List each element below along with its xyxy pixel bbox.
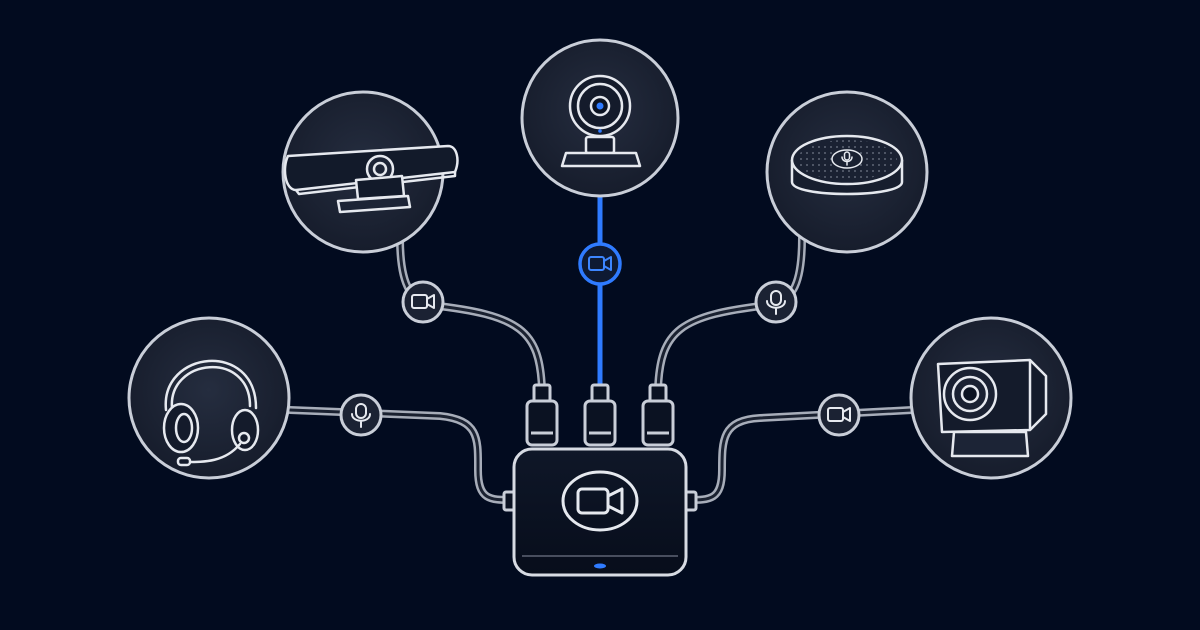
video-camera-icon [827,407,851,422]
device-node-ptz-camera[interactable] [909,316,1073,480]
webcam-icon [560,74,642,168]
cables [286,191,916,504]
device-node-headset[interactable] [127,316,291,480]
speakerphone-icon [790,134,904,196]
ptz-camera-icon [936,358,1048,458]
connector-badge-ptz-camera[interactable] [817,393,861,437]
plug-right [641,383,675,447]
microphone-icon [841,151,853,166]
cable-speakerphone [654,234,806,394]
conference-bar-camera-icon [283,144,459,214]
microphone-icon [766,290,786,315]
plug-center [583,383,617,447]
video-camera-icon [411,294,435,309]
microphone-icon [351,403,371,428]
connector-badge-speakerphone[interactable] [754,280,798,324]
connector-badge-conference-bar[interactable] [401,280,445,324]
video-camera-icon [576,487,624,515]
connector-badge-webcam-active[interactable] [578,242,622,286]
cable-conference-bar [396,234,546,394]
status-led [594,563,606,569]
device-node-conference-bar-camera[interactable] [281,90,459,254]
cable-ptz-camera [684,406,916,504]
hub-plugs [502,383,698,512]
device-node-speakerphone[interactable] [765,90,929,254]
headset-icon [162,359,260,467]
connector-badge-headset[interactable] [339,393,383,437]
hub-device[interactable] [512,447,688,577]
video-camera-icon [588,256,612,271]
device-node-webcam[interactable] [520,38,680,198]
plug-left [525,383,559,447]
cable-headset [286,406,516,504]
